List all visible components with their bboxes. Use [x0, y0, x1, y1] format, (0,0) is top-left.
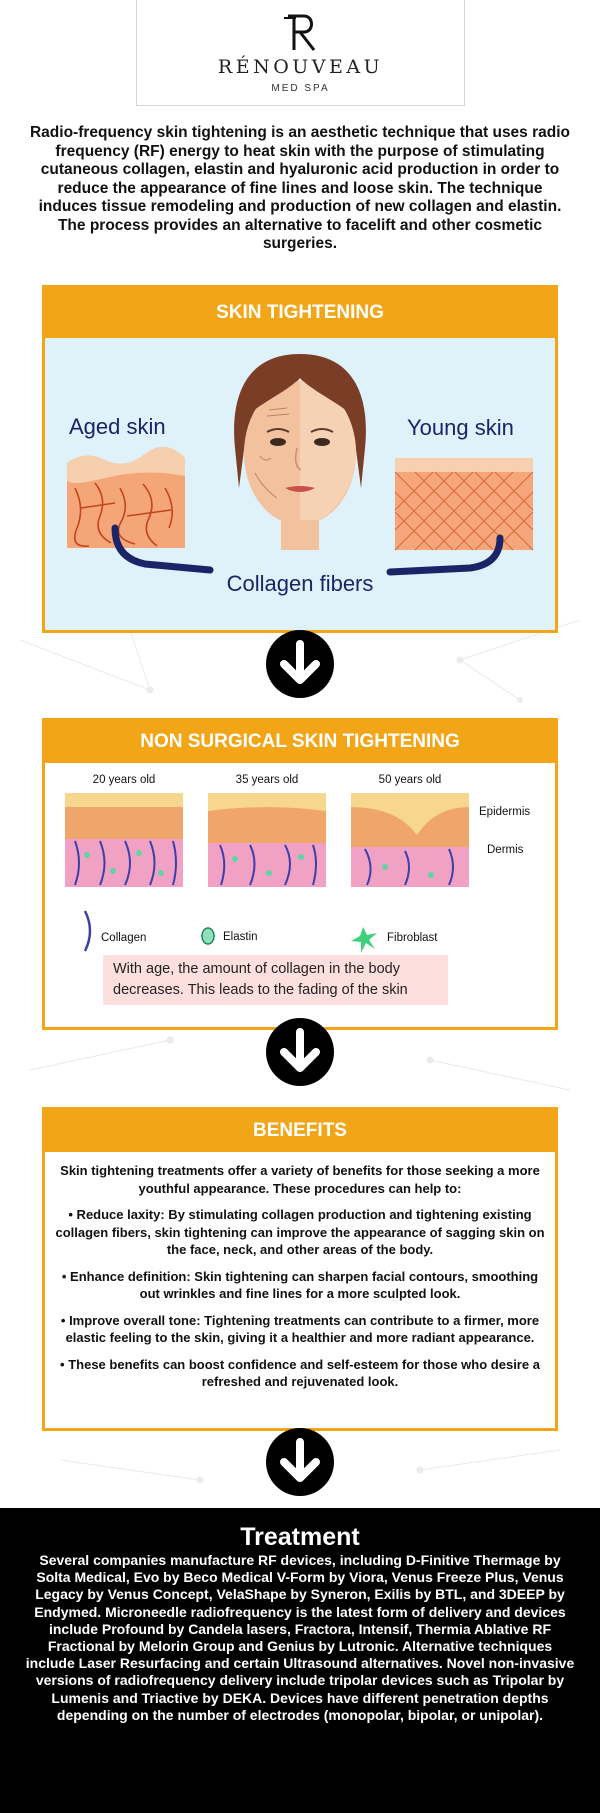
monogram-logo-icon — [284, 14, 316, 51]
elastin-legend-label: Elastin — [223, 931, 258, 943]
skin-section-50 — [351, 793, 469, 887]
brand-tagline: MED SPA — [271, 83, 330, 94]
down-arrow-icon — [266, 1428, 334, 1496]
fibroblast-legend-icon — [351, 927, 377, 953]
skin-tightening-illustration: Aged skin Young skin — [45, 338, 555, 630]
benefits-intro: Skin tightening treatments offer a varie… — [60, 1163, 540, 1196]
collagen-legend-label: Collagen — [101, 932, 146, 944]
young-fiber-arrow — [386, 534, 504, 576]
fibroblast-legend-label: Fibroblast — [387, 932, 438, 944]
benefits-panel: BENEFITS Skin tightening treatments offe… — [42, 1107, 558, 1431]
down-arrow-icon — [266, 630, 334, 698]
young-skin-label: Young skin — [407, 415, 514, 440]
benefits-list: Skin tightening treatments offer a varie… — [51, 1162, 549, 1400]
skin-tightening-heading: SKIN TIGHTENING — [45, 288, 555, 338]
down-arrow-icon — [266, 1018, 334, 1086]
brand-name: RÉNOUVEAU — [217, 56, 384, 78]
age-label-50: 50 years old — [379, 774, 442, 786]
benefits-heading: BENEFITS — [45, 1110, 555, 1152]
collagen-legend-icon — [83, 910, 92, 952]
aged-fiber-arrow — [111, 524, 214, 574]
epidermis-label: Epidermis — [479, 806, 530, 818]
elastin-legend-icon — [201, 927, 215, 945]
brand-logo: RÉNOUVEAU MED SPA — [136, 0, 465, 106]
skin-section-20 — [65, 793, 183, 887]
young-skin-illustration — [394, 458, 534, 551]
skin-section-35 — [208, 793, 326, 887]
non-surgical-heading: NON SURGICAL SKIN TIGHTENING — [45, 721, 555, 763]
age-label-20: 20 years old — [93, 774, 156, 786]
benefit-item: • Improve overall tone: Tightening treat… — [60, 1312, 540, 1346]
skin-tightening-panel: SKIN TIGHTENING Aged skin — [42, 285, 558, 633]
aged-skin-label: Aged skin — [69, 414, 166, 439]
collagen-note: With age, the amount of collagen in the … — [103, 955, 448, 1005]
treatment-body: Several companies manufacture RF devices… — [25, 1552, 575, 1723]
age-label-35: 35 years old — [236, 774, 299, 786]
dermis-label: Dermis — [487, 844, 524, 856]
treatment-heading: Treatment — [240, 1523, 360, 1551]
benefit-item: • Reduce laxity: By stimulating collagen… — [55, 1207, 545, 1257]
benefit-item: • These benefits can boost confidence an… — [60, 1356, 540, 1390]
benefit-item: • Enhance definition: Skin tightening ca… — [61, 1268, 539, 1302]
non-surgical-panel: NON SURGICAL SKIN TIGHTENING 20 years ol… — [42, 718, 558, 1030]
aged-skin-illustration — [66, 446, 185, 548]
treatment-section: Treatment Several companies manufacture … — [0, 1508, 600, 1813]
intro-paragraph: Radio-frequency skin tightening is an ae… — [29, 124, 571, 252]
face-illustration — [234, 354, 366, 550]
collagen-fibers-label: Collagen fibers — [227, 571, 374, 596]
